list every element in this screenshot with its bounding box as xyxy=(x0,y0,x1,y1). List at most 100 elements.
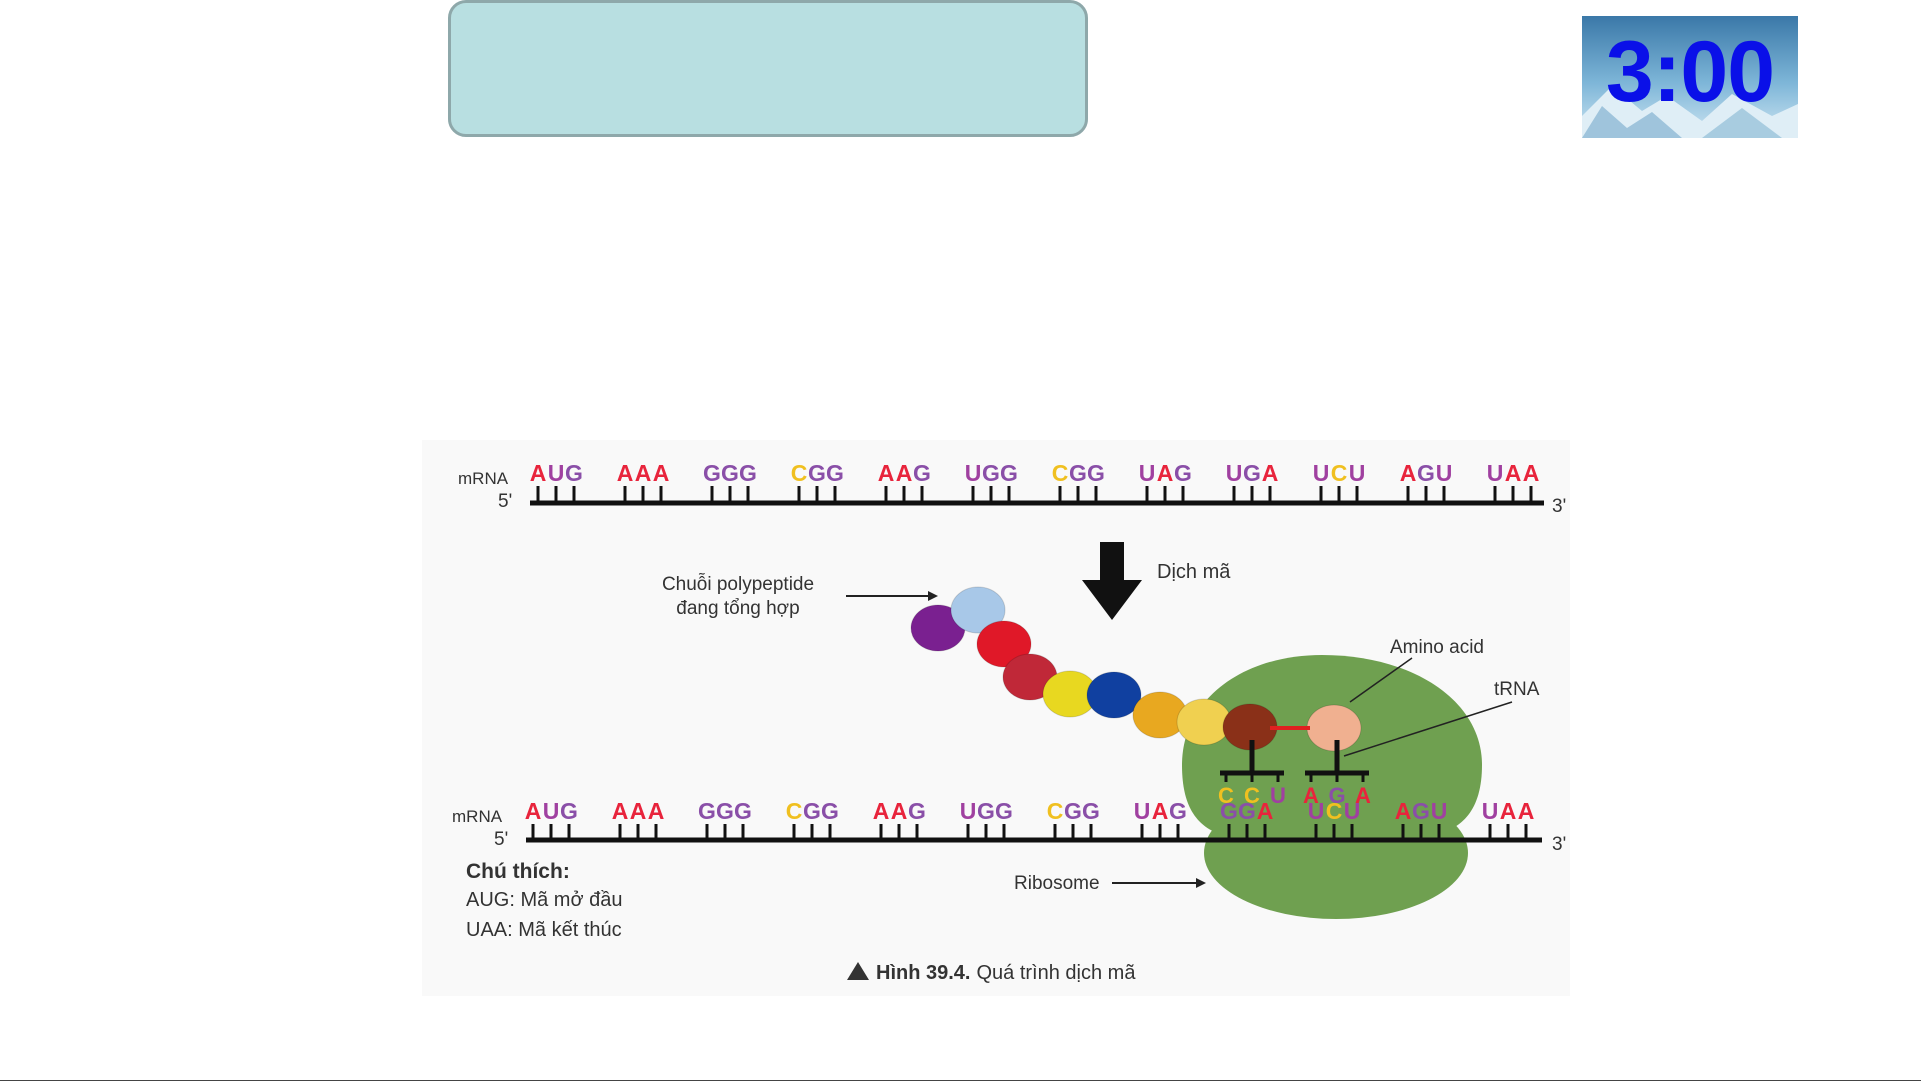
legend-stop-codon: UAA: Mã kết thúc xyxy=(466,919,622,941)
top-mrna-nucleotide: A xyxy=(635,460,652,486)
top-mrna-nucleotide: C xyxy=(1331,460,1348,486)
top-mrna-nucleotide: A xyxy=(1505,460,1522,486)
top-mrna-nucleotide: U xyxy=(548,460,565,486)
top-mrna-nucleotide: A xyxy=(1262,460,1279,486)
translation-arrow xyxy=(1082,542,1142,620)
amino-acid-bead xyxy=(976,620,1032,668)
bottom-mrna-nucleotide: U xyxy=(1344,798,1361,824)
polypeptide-label-line2: đang tổng hợp xyxy=(676,598,799,619)
bottom-mrna-nucleotide: G xyxy=(1412,798,1430,824)
top-mrna-nucleotide: A xyxy=(530,460,547,486)
top-mrna-nucleotide: G xyxy=(739,460,757,486)
trna-left xyxy=(1220,740,1284,782)
bottom-mrna-nucleotide: G xyxy=(1220,798,1238,824)
top-mrna-nucleotide: C xyxy=(791,460,808,486)
bottom-mrna-nucleotide: G xyxy=(560,798,578,824)
bottom-mrna-nucleotide: U xyxy=(1431,798,1448,824)
bottom-mrna-nucleotide: A xyxy=(525,798,542,824)
bottom-mrna-nucleotide: U xyxy=(543,798,560,824)
top-mrna-nucleotide: C xyxy=(1052,460,1069,486)
anticodon-nucleotide: A xyxy=(1303,783,1319,808)
amino-acid-bead xyxy=(950,586,1006,634)
top-mrna-nucleotide: G xyxy=(721,460,739,486)
bottom-mrna-nucleotide: U xyxy=(960,798,977,824)
amino-acid-bead xyxy=(1176,698,1232,746)
bottom-mrna-nucleotide: A xyxy=(648,798,665,824)
bottom-mrna-nucleotide: G xyxy=(803,798,821,824)
top-mrna-nucleotide: G xyxy=(703,460,721,486)
bottom-mrna-nucleotide: A xyxy=(1152,798,1169,824)
bottom-mrna-nucleotide: A xyxy=(891,798,908,824)
top-mrna-nucleotide: G xyxy=(1000,460,1018,486)
top-mrna-nucleotide: A xyxy=(1400,460,1417,486)
top-three-prime: 3' xyxy=(1552,496,1566,517)
bottom-mrna-nucleotide: U xyxy=(1482,798,1499,824)
anticodon-nucleotide: C xyxy=(1244,783,1260,808)
top-mrna-nucleotide: U xyxy=(1139,460,1156,486)
bottom-mrna-nucleotide: G xyxy=(1082,798,1100,824)
top-mrna-nucleotide: G xyxy=(826,460,844,486)
legend-title: Chú thích: xyxy=(466,860,570,883)
bottom-mrna-nucleotide: G xyxy=(1169,798,1187,824)
bottom-mrna-nucleotide: A xyxy=(612,798,629,824)
polypeptide-label-line1: Chuỗi polypeptide xyxy=(662,573,814,595)
bottom-mrna-nucleotide: G xyxy=(1238,798,1256,824)
caption-text: Quá trình dịch mã xyxy=(976,962,1136,984)
bottom-mrna-nucleotide: G xyxy=(821,798,839,824)
caption-triangle-icon xyxy=(847,962,869,980)
top-mrna-nucleotide: A xyxy=(617,460,634,486)
top-mrna-nucleotide: G xyxy=(808,460,826,486)
top-mrna-label: mRNA xyxy=(458,469,509,488)
amino-acid-bead xyxy=(1306,704,1362,752)
bottom-mrna-nucleotide: A xyxy=(1395,798,1412,824)
bottom-mrna-nucleotide: G xyxy=(995,798,1013,824)
top-mrna-nucleotide: U xyxy=(1436,460,1453,486)
bottom-mrna-nucleotide: A xyxy=(1500,798,1517,824)
top-mrna-nucleotide: A xyxy=(896,460,913,486)
top-mrna-nucleotide: G xyxy=(1087,460,1105,486)
top-mrna-nucleotide: U xyxy=(965,460,982,486)
polypeptide-chain xyxy=(910,586,1362,752)
legend-start-codon: AUG: Mã mở đầu xyxy=(466,889,623,911)
trna-right xyxy=(1305,740,1369,782)
amino-acid-bead xyxy=(1086,671,1142,719)
bottom-mrna-nucleotide: G xyxy=(977,798,995,824)
top-mrna-nucleotide: G xyxy=(565,460,583,486)
bottom-mrna-nucleotide: A xyxy=(1518,798,1535,824)
bottom-mrna-nucleotide: G xyxy=(908,798,926,824)
bottom-mrna-nucleotide: C xyxy=(1047,798,1064,824)
bottom-mrna-label: mRNA xyxy=(452,807,503,826)
countdown-timer: 3:00 xyxy=(1582,16,1798,138)
bottom-mrna-nucleotide: A xyxy=(873,798,890,824)
bottom-mrna-nucleotide: A xyxy=(630,798,647,824)
top-mrna-nucleotide: U xyxy=(1226,460,1243,486)
anticodon-nucleotide: G xyxy=(1328,783,1345,808)
mountain-background xyxy=(1582,86,1798,138)
caption-bold: Hình 39.4. xyxy=(876,962,970,984)
bottom-five-prime: 5' xyxy=(494,829,508,850)
bottom-mrna-nucleotide: G xyxy=(716,798,734,824)
top-mrna-nucleotide: U xyxy=(1313,460,1330,486)
trna-label: tRNA xyxy=(1494,679,1540,700)
bottom-mrna-nucleotide: G xyxy=(1064,798,1082,824)
translation-label: Dịch mã xyxy=(1157,561,1231,583)
title-box xyxy=(448,0,1088,137)
bottom-mrna-nucleotide: A xyxy=(1257,798,1274,824)
top-mrna-nucleotide: G xyxy=(982,460,1000,486)
bottom-three-prime: 3' xyxy=(1552,834,1566,855)
top-mrna-nucleotide: A xyxy=(1157,460,1174,486)
bottom-mrna-nucleotide: C xyxy=(786,798,803,824)
top-mrna-nucleotide: A xyxy=(1523,460,1540,486)
anticodon-nucleotide: C xyxy=(1218,783,1234,808)
top-mrna-nucleotide: G xyxy=(1417,460,1435,486)
anticodon-nucleotide: U xyxy=(1270,783,1286,808)
top-mrna-nucleotide: G xyxy=(1069,460,1087,486)
bottom-mrna-nucleotide: G xyxy=(698,798,716,824)
anticodon-nucleotide: A xyxy=(1355,783,1371,808)
ribosome-label: Ribosome xyxy=(1014,873,1100,894)
top-mrna-nucleotide: U xyxy=(1487,460,1504,486)
